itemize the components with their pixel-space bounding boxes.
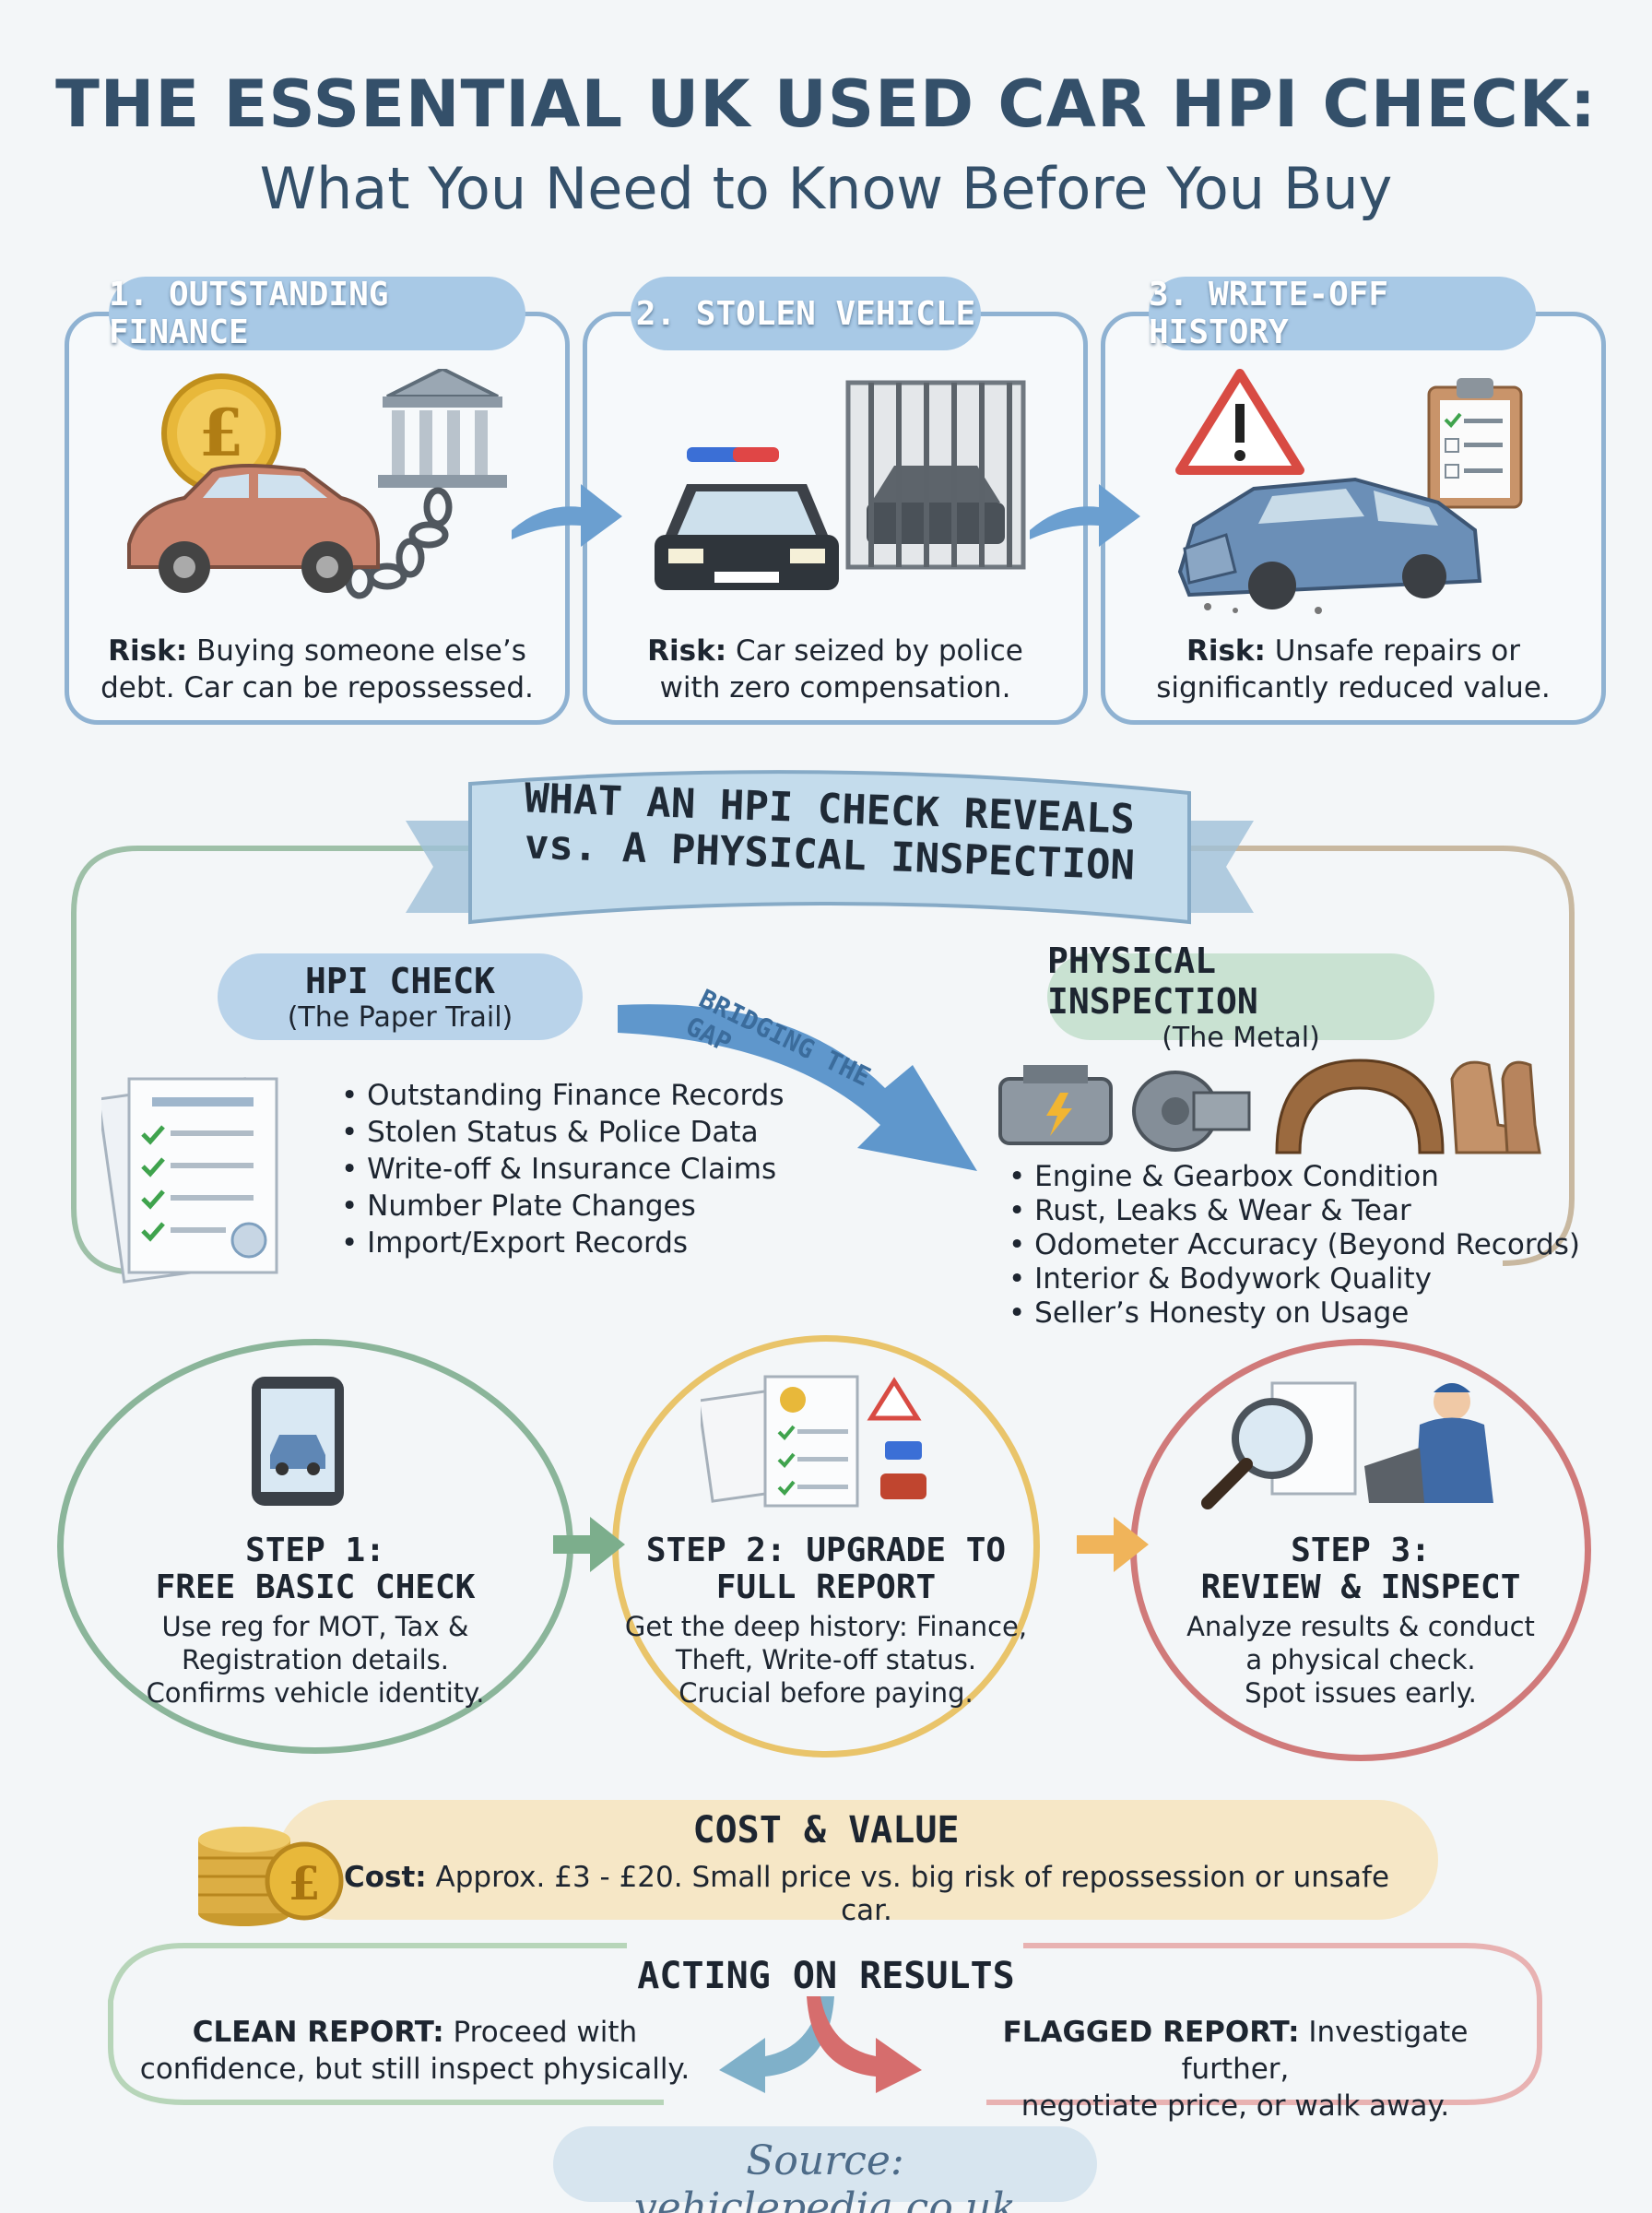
risk-label-finance: 1. OUTSTANDING FINANCE <box>109 276 525 351</box>
svg-text:£: £ <box>199 395 244 471</box>
writeoff-illustration <box>1175 369 1523 614</box>
arrow-right-icon <box>1030 484 1140 547</box>
results-frame <box>108 1943 1542 2105</box>
acting-title: ACTING ON RESULTS <box>637 1955 1015 1997</box>
jail-icon <box>845 380 1026 570</box>
magnifier-icon <box>1201 1381 1357 1509</box>
list-item: Import/Export Records <box>341 1225 784 1261</box>
flagged-report-text: FLAGGED REPORT: Investigate further, neg… <box>1002 2016 1469 2123</box>
gearbox-icon <box>1132 1071 1251 1152</box>
warning-icon <box>1175 369 1304 475</box>
bridging-arrow-icon <box>618 1004 977 1171</box>
step-1-body: Use reg for MOT, Tax &Registration detai… <box>146 1611 485 1709</box>
page-title: THE ESSENTIAL UK USED CAR HPI CHECK: <box>55 66 1597 142</box>
crashed-car-icon <box>1177 477 1482 614</box>
arrow-right-icon <box>553 1517 625 1572</box>
step-3-title: STEP 3:REVIEW & INSPECT <box>1200 1532 1521 1606</box>
list-item: Stolen Status & Police Data <box>341 1114 784 1151</box>
car-icon <box>127 464 380 593</box>
cost-text: Cost: Approx. £3 - £20. Small price vs. … <box>343 1861 1390 1927</box>
clipboard-icon <box>1427 378 1523 509</box>
finance-illustration: £ <box>127 369 507 599</box>
split-arrows-icon <box>719 1996 922 2093</box>
list-item: Outstanding Finance Records <box>341 1077 784 1114</box>
physical-inspection-list: Engine & Gearbox Condition Rust, Leaks &… <box>1009 1160 1580 1331</box>
tablet-car-icon <box>252 1377 344 1506</box>
list-item: Number Plate Changes <box>341 1188 784 1225</box>
police-car-icon <box>655 447 839 590</box>
list-item: Seller’s Honesty on Usage <box>1009 1296 1580 1331</box>
arrow-right-icon <box>1077 1517 1149 1572</box>
comparison-banner <box>406 770 1254 925</box>
bank-icon <box>378 369 507 488</box>
risk-label-stolen: 2. STOLEN VEHICLE <box>631 277 981 350</box>
report-icon <box>701 1375 926 1508</box>
engine-icon <box>998 1065 1113 1145</box>
stolen-illustration <box>655 380 1026 590</box>
pound-coin-icon: £ <box>161 373 281 493</box>
hpi-check-pill: HPI CHECK (The Paper Trail) <box>218 953 583 1040</box>
hpi-check-title: HPI CHECK <box>305 960 495 1001</box>
hpi-check-list: Outstanding Finance Records Stolen Statu… <box>341 1077 784 1261</box>
clean-report-text: CLEAN REPORT: Proceed with confidence, b… <box>139 2016 690 2086</box>
list-item: Odometer Accuracy (Beyond Records) <box>1009 1228 1580 1262</box>
mechanic-icon <box>1364 1383 1493 1503</box>
list-item: Rust, Leaks & Wear & Tear <box>1009 1194 1580 1228</box>
risk-text-finance: Risk: Buying someone else’s debt. Car ca… <box>100 634 534 704</box>
source-credit: Source: vehiclepedia.co.uk <box>633 2137 1017 2213</box>
arrow-right-icon <box>512 484 622 547</box>
list-item: Engine & Gearbox Condition <box>1009 1160 1580 1194</box>
risk-text-writeoff: Risk: Unsafe repairs or significantly re… <box>1156 634 1551 704</box>
cost-title: COST & VALUE <box>692 1809 960 1852</box>
physical-inspection-title: PHYSICAL INSPECTION <box>1047 940 1258 1022</box>
car-seat-icon <box>1450 1060 1541 1154</box>
rusty-arch-icon <box>1275 1059 1445 1154</box>
step-2-body: Get the deep history: Finance,Theft, Wri… <box>624 1611 1028 1709</box>
cost-band <box>277 1800 1438 1920</box>
risk-text-stolen: Risk: Car seized by police with zero com… <box>647 634 1023 704</box>
page-subtitle: What You Need to Know Before You Buy <box>259 155 1393 222</box>
svg-text:£: £ <box>289 1856 321 1911</box>
step-1-title: STEP 1:FREE BASIC CHECK <box>155 1532 476 1606</box>
review-illustration <box>1201 1381 1493 1509</box>
hpi-check-subtitle: (The Paper Trail) <box>287 1000 513 1034</box>
coin-stack-icon: £ <box>198 1827 344 1926</box>
list-item: Interior & Bodywork Quality <box>1009 1262 1580 1296</box>
source-band <box>553 2126 1097 2202</box>
list-item: Write-off & Insurance Claims <box>341 1151 784 1188</box>
documents-icon <box>101 1077 278 1284</box>
physical-icons <box>998 1059 1541 1154</box>
physical-inspection-subtitle: (The Metal) <box>1162 1021 1320 1054</box>
physical-inspection-pill: PHYSICAL INSPECTION (The Metal) <box>1047 941 1434 1054</box>
risk-label-writeoff: 3. WRITE-OFF HISTORY <box>1149 276 1536 351</box>
